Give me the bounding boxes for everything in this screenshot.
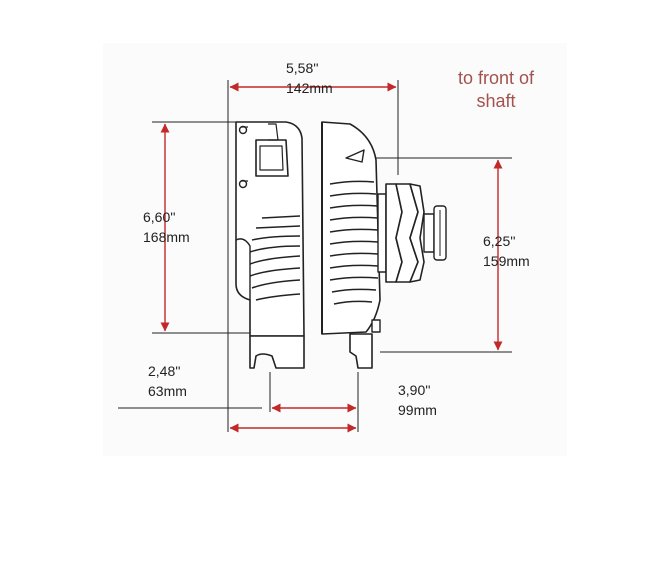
front-of-shaft-line1: to front of (457, 68, 535, 88)
overall-length-label: 5,58'' 142mm (286, 58, 333, 98)
pulley-height-label: 6,25'' 159mm (483, 231, 530, 271)
rear-mount-offset-inch: 2,48'' (148, 363, 181, 379)
pulley (377, 183, 447, 283)
mount-bolt (371, 319, 381, 333)
front-of-shaft-line2: shaft (476, 91, 516, 111)
extension-lines (118, 80, 512, 432)
pulley-height-inch: 6,25'' (483, 233, 516, 249)
front-mount-offset-label: 3,90'' 99mm (398, 380, 437, 420)
front-mount-offset-mm: 99mm (398, 402, 437, 418)
alternator (235, 121, 447, 369)
front-mount-foot (349, 333, 373, 369)
rear-mount-foot (249, 335, 305, 369)
overall-length-inch: 5,58'' (286, 60, 319, 76)
housing-height-inch: 6,60'' (143, 209, 176, 225)
housing-height-label: 6,60'' 168mm (143, 207, 190, 247)
housing-height-mm: 168mm (143, 229, 190, 245)
rear-mount-offset-label: 2,48'' 63mm (148, 361, 187, 401)
dimension-arrows (160, 82, 503, 433)
front-of-shaft-note: to front of shaft (440, 67, 552, 113)
rear-mount-offset-mm: 63mm (148, 383, 187, 399)
rear-housing (235, 121, 305, 337)
front-housing (321, 121, 381, 335)
overall-length-mm: 142mm (286, 80, 333, 96)
front-mount-offset-inch: 3,90'' (398, 382, 431, 398)
pulley-height-mm: 159mm (483, 253, 530, 269)
